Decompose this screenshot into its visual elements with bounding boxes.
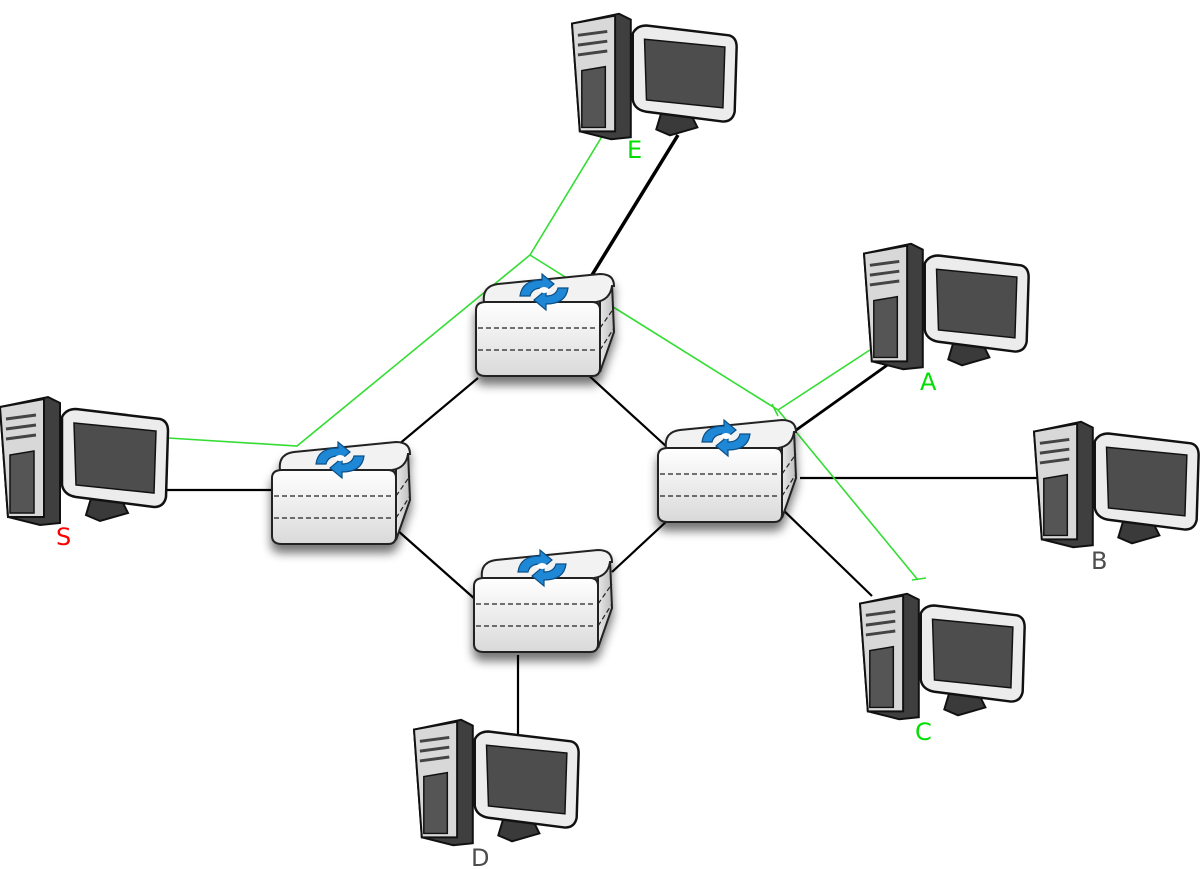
router-west bbox=[272, 442, 410, 544]
label-d: D bbox=[471, 844, 489, 869]
multicast-path-to-e bbox=[167, 119, 613, 447]
link-north-e bbox=[590, 134, 680, 276]
link-south-east bbox=[611, 519, 669, 573]
label-e: E bbox=[627, 136, 642, 164]
link-west-north bbox=[397, 377, 479, 446]
multicast-tick-mid bbox=[771, 403, 779, 417]
label-b: B bbox=[1091, 547, 1107, 575]
computer-a bbox=[862, 242, 1031, 371]
router-east bbox=[658, 420, 796, 522]
link-east-c bbox=[777, 504, 873, 597]
computer-b bbox=[1032, 420, 1200, 549]
computer-s bbox=[0, 395, 170, 527]
computer-e bbox=[570, 12, 739, 141]
computer-d bbox=[412, 718, 581, 847]
link-west-south bbox=[387, 521, 477, 601]
label-c: C bbox=[915, 718, 932, 746]
computer-c bbox=[858, 592, 1027, 721]
links bbox=[160, 134, 1045, 734]
link-north-east bbox=[584, 371, 669, 449]
router-north bbox=[476, 274, 614, 376]
label-a: A bbox=[920, 368, 937, 396]
label-s: S bbox=[56, 523, 71, 551]
router-south bbox=[474, 550, 612, 652]
multicast-path-to-a bbox=[777, 345, 877, 411]
multicast-tick-c bbox=[911, 577, 927, 581]
link-east-a bbox=[784, 354, 901, 440]
